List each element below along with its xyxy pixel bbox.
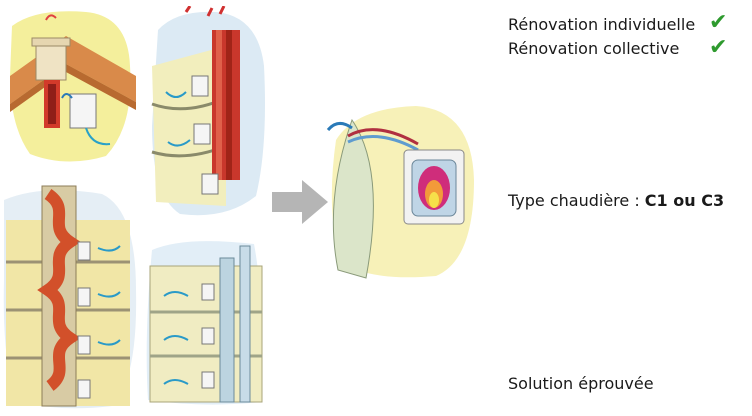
boiler-closeup-illustration — [326, 106, 474, 279]
collective-flue-illustration — [3, 185, 137, 409]
roof-chimney-illustration — [10, 11, 136, 162]
renovation-collective-label: Rénovation collective — [508, 39, 680, 58]
boiler-type-value: C1 ou C3 — [644, 191, 725, 210]
boiler-type-prefix: Type chaudière : — [508, 191, 645, 210]
right-arrow-icon — [272, 180, 328, 224]
checkmark-icon: ✔ — [709, 10, 728, 35]
multi-flue-section-illustration — [151, 6, 265, 216]
proven-solution-label: Solution éprouvée — [508, 374, 654, 393]
boiler-type-line: Type chaudière : C1 ou C3 — [508, 191, 724, 210]
apartment-block-illustration — [146, 241, 263, 405]
checkmark-icon: ✔ — [709, 35, 728, 60]
renovation-individual-label: Rénovation individuelle — [508, 15, 696, 34]
